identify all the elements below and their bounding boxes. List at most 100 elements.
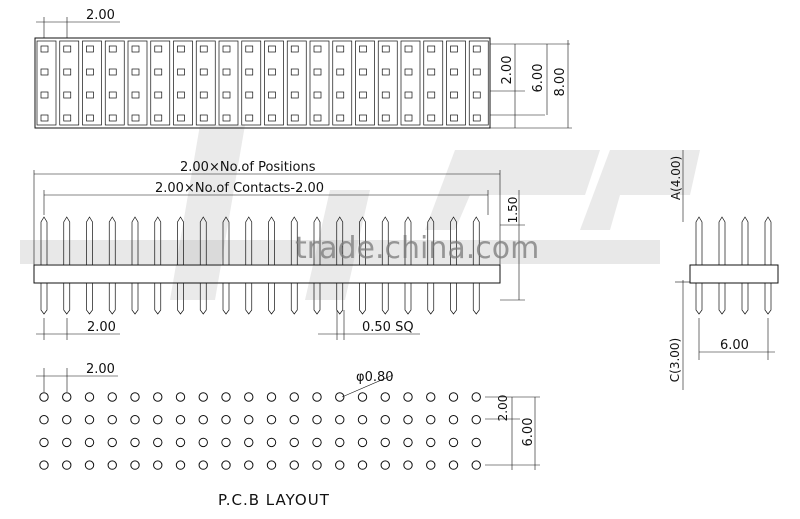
contact-square	[245, 68, 254, 76]
end-view-insulator	[689, 264, 779, 284]
pcb-hole	[244, 415, 254, 425]
top-view-cell	[377, 40, 398, 126]
pcb-hole	[244, 392, 254, 402]
upper-pin	[131, 216, 139, 265]
contact-square	[290, 91, 299, 99]
pcb-layout-title: P.C.B LAYOUT	[218, 491, 330, 509]
lower-pin	[108, 283, 116, 315]
contact-square	[359, 45, 367, 53]
pcb-hole	[84, 392, 95, 402]
contact-square	[108, 45, 117, 53]
contact-square	[86, 45, 94, 53]
background-logo	[170, 125, 700, 300]
pcb-hole	[312, 392, 322, 402]
pcb-hole	[221, 415, 231, 425]
top-pitch-label: 2.00	[86, 8, 115, 23]
top-view-cell	[195, 40, 216, 126]
contact-square	[154, 45, 163, 53]
lower-pin	[313, 283, 321, 315]
pcb-hole	[448, 392, 459, 402]
pcb-hole	[130, 437, 140, 448]
pcb-hole	[403, 460, 413, 470]
positions-label: 2.00×No.of Positions	[180, 160, 316, 175]
end-lower-pin	[718, 283, 726, 315]
pcb-hole	[471, 437, 481, 448]
pcb-hole	[244, 437, 254, 448]
contact-square	[336, 68, 345, 76]
contact-square	[381, 68, 390, 76]
contact-square	[40, 45, 49, 53]
pcb-hole	[175, 415, 186, 425]
contact-square	[199, 68, 208, 76]
contact-square	[427, 68, 436, 76]
lower-pin	[245, 283, 253, 315]
pcb-hole	[107, 460, 117, 470]
contacts-label: 2.00×No.of Contacts-2.00	[155, 181, 324, 196]
lower-pin	[86, 283, 93, 315]
top-view-cell	[173, 40, 193, 126]
pcb-hole	[335, 392, 345, 402]
pcb-hole	[221, 437, 231, 448]
side-view-insulator	[33, 264, 501, 284]
contact-square	[381, 45, 390, 53]
pcb-hole	[221, 460, 231, 470]
contact-square	[268, 68, 276, 76]
top-view-cell	[355, 40, 375, 126]
top-view-cell	[218, 40, 239, 126]
pcb-hole	[244, 460, 254, 470]
top-view-cell	[127, 40, 148, 126]
contact-square	[86, 114, 94, 122]
lower-pin	[268, 283, 275, 315]
pcb-hole	[84, 460, 95, 470]
contact-square	[404, 114, 413, 122]
a-dimension-label: 1.50	[506, 197, 520, 224]
contact-square	[472, 114, 481, 122]
pcb-height-label: 6.00	[521, 418, 536, 447]
contact-square	[63, 114, 72, 122]
contact-square	[86, 91, 94, 99]
watermark-text: trade.china.com	[295, 231, 539, 266]
contact-square	[154, 68, 163, 76]
contact-square	[404, 91, 413, 99]
lower-pin	[131, 283, 139, 315]
contact-square	[245, 114, 254, 122]
lower-pin	[381, 283, 389, 315]
pcb-layout: 2.00 φ0.80 2.00 6.00 P.C.B LAYOUT	[36, 362, 540, 509]
pcb-hole	[107, 415, 117, 425]
pcb-hole	[471, 460, 481, 470]
lower-pin	[472, 283, 480, 315]
end-upper-pin	[764, 216, 772, 265]
upper-pin	[63, 216, 71, 265]
contact-square	[63, 45, 72, 53]
top-view-cell	[332, 40, 353, 126]
pcb-hole	[39, 392, 49, 402]
contact-square	[63, 91, 72, 99]
pcb-hole	[426, 460, 436, 470]
top-inner-height-label: 6.00	[531, 64, 546, 93]
top-view-cell	[36, 40, 57, 126]
contact-square	[427, 91, 436, 99]
lower-pin	[359, 283, 366, 315]
pcb-hole	[357, 460, 368, 470]
top-overall-height-label: 8.00	[553, 68, 568, 97]
contact-square	[131, 45, 140, 53]
contact-square	[450, 45, 458, 53]
contact-square	[450, 91, 458, 99]
contact-square	[336, 114, 345, 122]
contact-square	[359, 91, 367, 99]
upper-pin	[222, 216, 230, 265]
pcb-hole	[62, 415, 72, 425]
pcb-hole	[266, 437, 277, 448]
lower-pin	[177, 283, 184, 315]
top-view-cell	[400, 40, 421, 126]
contact-square	[290, 45, 299, 53]
contact-square	[404, 45, 413, 53]
contact-square	[199, 114, 208, 122]
upper-pin	[86, 216, 93, 265]
contact-square	[268, 91, 276, 99]
upper-pin	[177, 216, 184, 265]
top-view-body	[34, 37, 491, 129]
contact-square	[290, 114, 299, 122]
pcb-hole	[62, 460, 72, 470]
lower-pin	[427, 283, 435, 315]
